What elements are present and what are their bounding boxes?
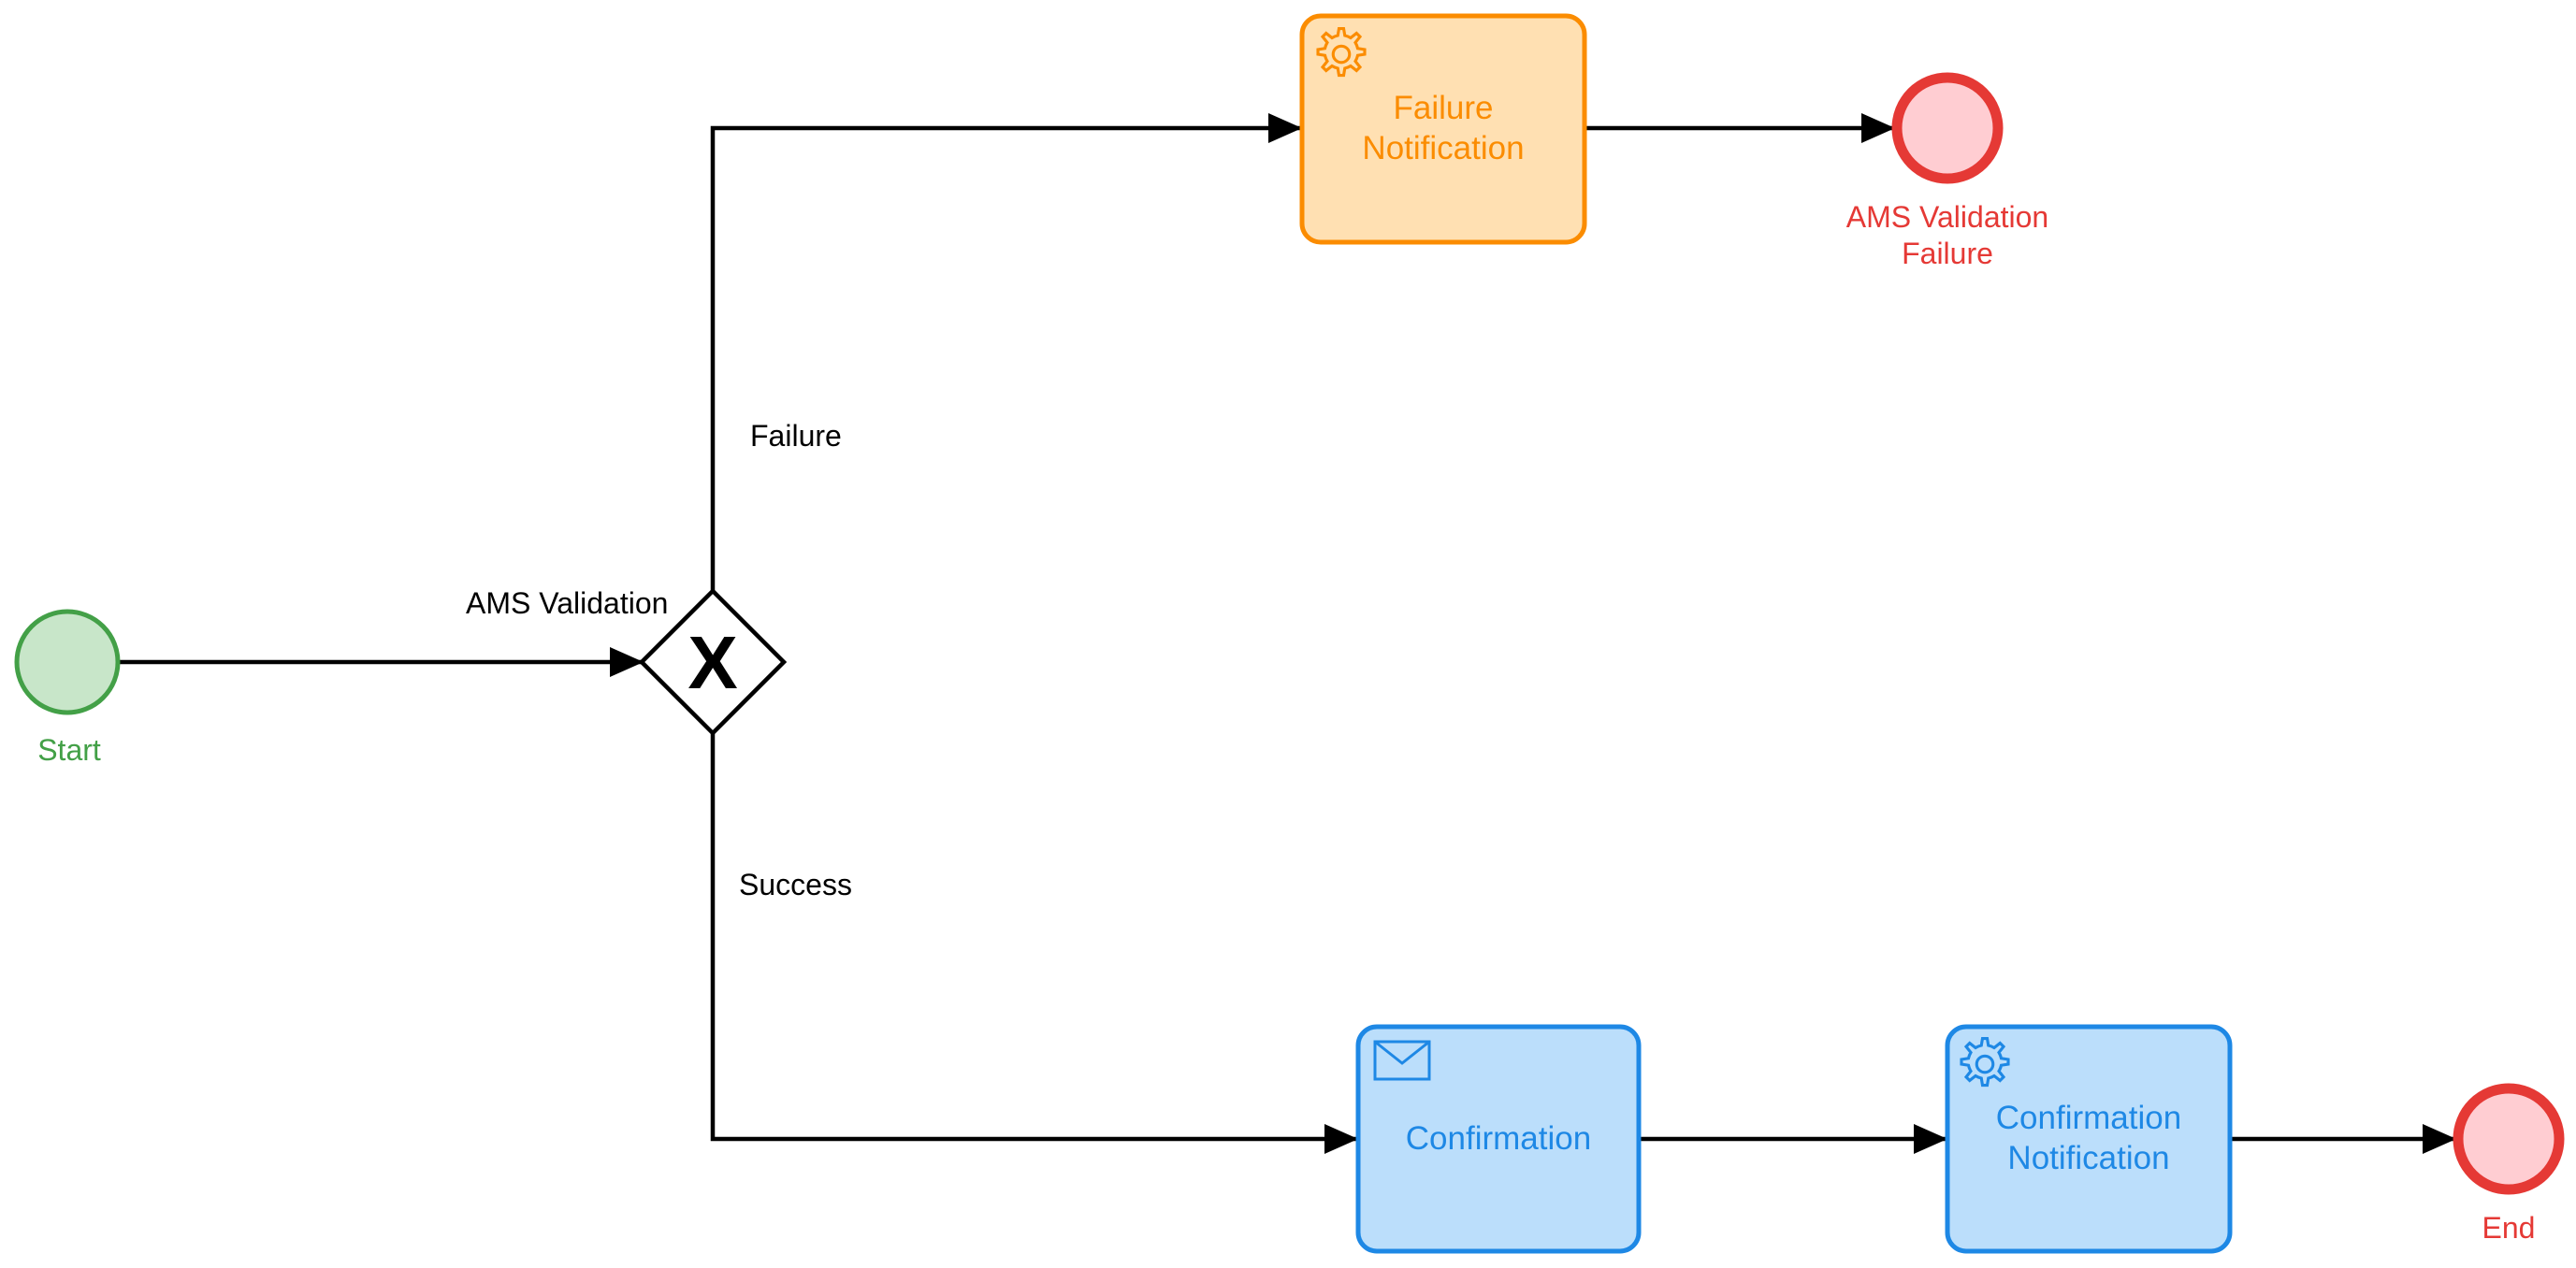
confirmation-notification-task[interactable]: Confirmation Notification: [1945, 1024, 2233, 1254]
end-event[interactable]: [2453, 1083, 2565, 1195]
confirmation-notification-label-line1: Confirmation: [1996, 1100, 2181, 1136]
end-event-label: End: [2482, 1211, 2536, 1245]
failure-notification-label-line2: Notification: [1362, 130, 1524, 166]
gateway-label: AMS Validation: [466, 586, 668, 620]
failure-notification-task[interactable]: Failure Notification: [1299, 13, 1587, 245]
flow-gateway-to-failure-notification[interactable]: [710, 113, 1302, 591]
failure-end-label-line2: Failure: [1902, 237, 1993, 270]
failure-end-event-circle[interactable]: [1891, 72, 2004, 184]
gateway-x-marker: X: [687, 621, 737, 704]
confirmation-box[interactable]: [1355, 1024, 1642, 1254]
failure-notification-box[interactable]: [1299, 13, 1587, 245]
start-event-label: Start: [37, 733, 101, 767]
start-event[interactable]: [14, 609, 121, 715]
failure-notification-label-line1: Failure: [1394, 90, 1494, 126]
sequence-flows: [120, 113, 2456, 1154]
confirmation-label: Confirmation: [1406, 1120, 1591, 1157]
end-event-circle[interactable]: [2453, 1083, 2565, 1195]
gateway-diamond[interactable]: [638, 587, 788, 737]
flow-label-success: Success: [739, 868, 852, 901]
flow-gateway-to-confirmation[interactable]: [710, 733, 1358, 1154]
failure-end-event[interactable]: [1891, 72, 2004, 184]
confirmation-notification-box[interactable]: [1945, 1024, 2233, 1254]
confirmation-notification-label-line2: Notification: [2007, 1140, 2169, 1176]
start-event-circle[interactable]: [14, 609, 121, 715]
confirmation-task[interactable]: Confirmation: [1355, 1024, 1642, 1254]
exclusive-gateway[interactable]: X: [638, 587, 788, 737]
envelope-icon: [1373, 1040, 1431, 1081]
failure-end-label-line1: AMS Validation: [1846, 200, 2048, 234]
flow-label-failure: Failure: [750, 419, 842, 453]
